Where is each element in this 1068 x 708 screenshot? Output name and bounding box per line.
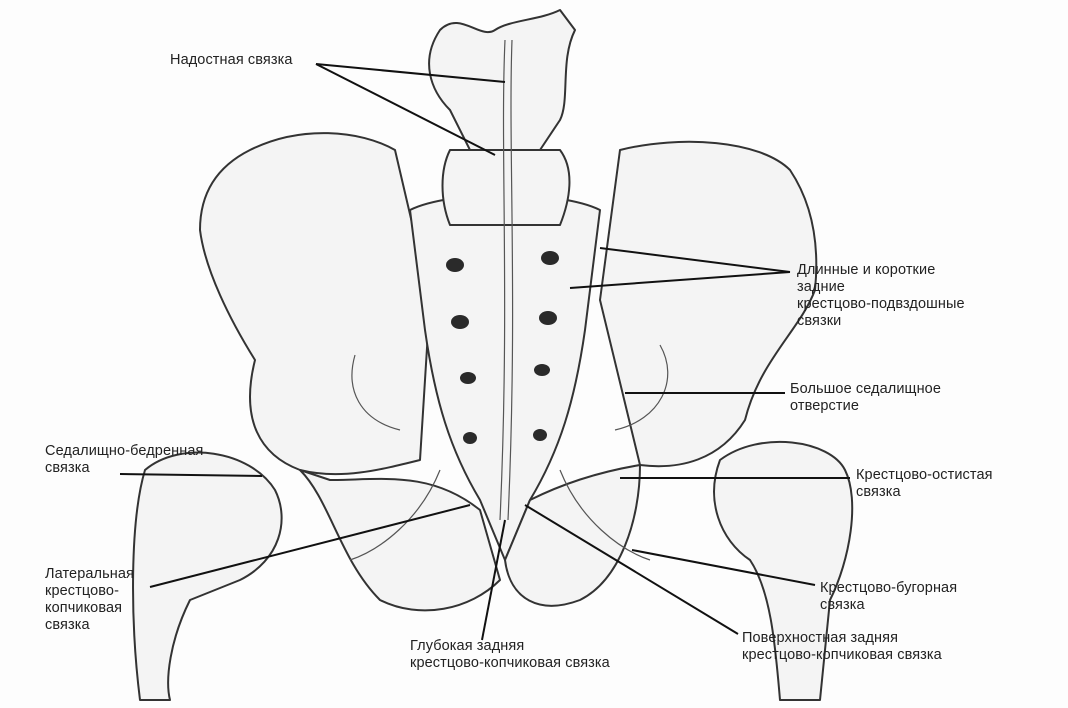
label-supraspinous-ligament: Надостная связка: [170, 52, 293, 68]
right-femur: [713, 440, 854, 701]
right-ischium: [504, 464, 641, 607]
left-ischium: [299, 469, 501, 612]
lumbar-vertebra: [428, 9, 576, 151]
leader-lines: [119, 63, 850, 641]
lumbar-vertebra: [441, 149, 571, 226]
right-ilium: [599, 140, 818, 468]
left-ilium: [199, 132, 431, 476]
left-femur: [132, 451, 283, 701]
